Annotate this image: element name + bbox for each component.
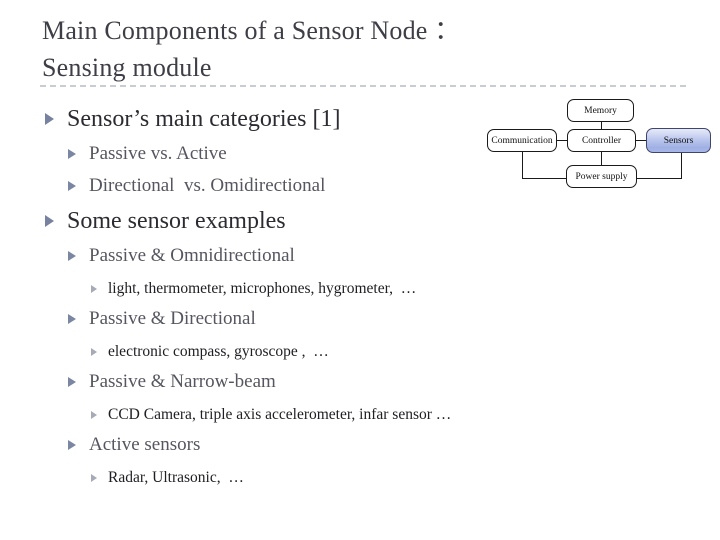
bullet-item: Directional vs. Omidirectional bbox=[68, 174, 600, 198]
bullet-text: Sensor’s main categories [1] bbox=[67, 106, 341, 132]
bullet-item: Passive vs. Active bbox=[68, 142, 600, 166]
slide-title: Main Components of a Sensor Node ： Sensi… bbox=[42, 12, 662, 86]
title-divider bbox=[40, 85, 686, 87]
bullet-item: light, thermometer, microphones, hygrome… bbox=[91, 279, 600, 299]
connector-controller-power bbox=[601, 152, 602, 165]
bullet-text: electronic compass, gyroscope , … bbox=[108, 343, 329, 360]
bullet-arrow-icon bbox=[91, 348, 97, 356]
bullet-item: Sensor’s main categories [1] bbox=[45, 104, 600, 134]
bullet-text: Passive & Narrow-beam bbox=[89, 371, 276, 392]
sensor-node-architecture-diagram: Memory Communication Controller Sensors … bbox=[484, 96, 716, 196]
bullet-arrow-icon bbox=[91, 474, 97, 482]
bullet-arrow-icon bbox=[68, 149, 76, 159]
bullet-item: Passive & Omnidirectional bbox=[68, 244, 600, 268]
bullet-text: Radar, Ultrasonic, … bbox=[108, 469, 244, 486]
bullet-text: Passive & Omnidirectional bbox=[89, 245, 295, 266]
diagram-node-communication: Communication bbox=[487, 129, 557, 152]
bullet-arrow-icon bbox=[68, 251, 76, 261]
bullet-text: Directional vs. Omidirectional bbox=[89, 175, 326, 196]
diagram-node-controller: Controller bbox=[567, 129, 636, 152]
bullet-arrow-icon bbox=[91, 411, 97, 419]
connector-sensors-power-vertical bbox=[681, 153, 682, 178]
bullet-arrow-icon bbox=[45, 215, 54, 227]
bullet-text: Some sensor examples bbox=[67, 208, 286, 234]
diagram-node-memory: Memory bbox=[567, 99, 634, 122]
bullet-text: Passive & Directional bbox=[89, 308, 256, 329]
connector-communication-power-horizontal bbox=[522, 178, 567, 179]
slide-title-line1: Main Components of a Sensor Node ： bbox=[42, 16, 461, 45]
bullet-text: Passive vs. Active bbox=[89, 143, 227, 164]
bullet-item: Passive & Directional bbox=[68, 307, 600, 331]
connector-memory-controller bbox=[601, 122, 602, 129]
connector-sensors-power-horizontal bbox=[637, 178, 682, 179]
bullet-item: Radar, Ultrasonic, … bbox=[91, 468, 600, 488]
diagram-node-power-supply: Power supply bbox=[566, 165, 637, 188]
connector-controller-sensors bbox=[636, 140, 646, 141]
diagram-node-sensors: Sensors bbox=[646, 128, 711, 153]
connector-communication-power-vertical bbox=[522, 152, 523, 178]
bullet-arrow-icon bbox=[45, 113, 54, 125]
bullet-item: Some sensor examples bbox=[45, 206, 600, 236]
bullet-arrow-icon bbox=[68, 440, 76, 450]
bullet-item: Passive & Narrow-beam bbox=[68, 370, 600, 394]
connector-communication-controller bbox=[557, 140, 567, 141]
bullet-item: Active sensors bbox=[68, 433, 600, 457]
bullet-text: Active sensors bbox=[89, 434, 201, 455]
bullet-arrow-icon bbox=[68, 377, 76, 387]
bullet-arrow-icon bbox=[68, 181, 76, 191]
bullet-list: Sensor’s main categories [1] Passive vs.… bbox=[0, 96, 600, 488]
bullet-text: CCD Camera, triple axis accelerometer, i… bbox=[108, 406, 452, 423]
bullet-text: light, thermometer, microphones, hygrome… bbox=[108, 280, 417, 297]
slide-title-line2: Sensing module bbox=[42, 53, 212, 82]
bullet-item: CCD Camera, triple axis accelerometer, i… bbox=[91, 405, 600, 425]
bullet-item: electronic compass, gyroscope , … bbox=[91, 342, 600, 362]
bullet-arrow-icon bbox=[91, 285, 97, 293]
bullet-arrow-icon bbox=[68, 314, 76, 324]
